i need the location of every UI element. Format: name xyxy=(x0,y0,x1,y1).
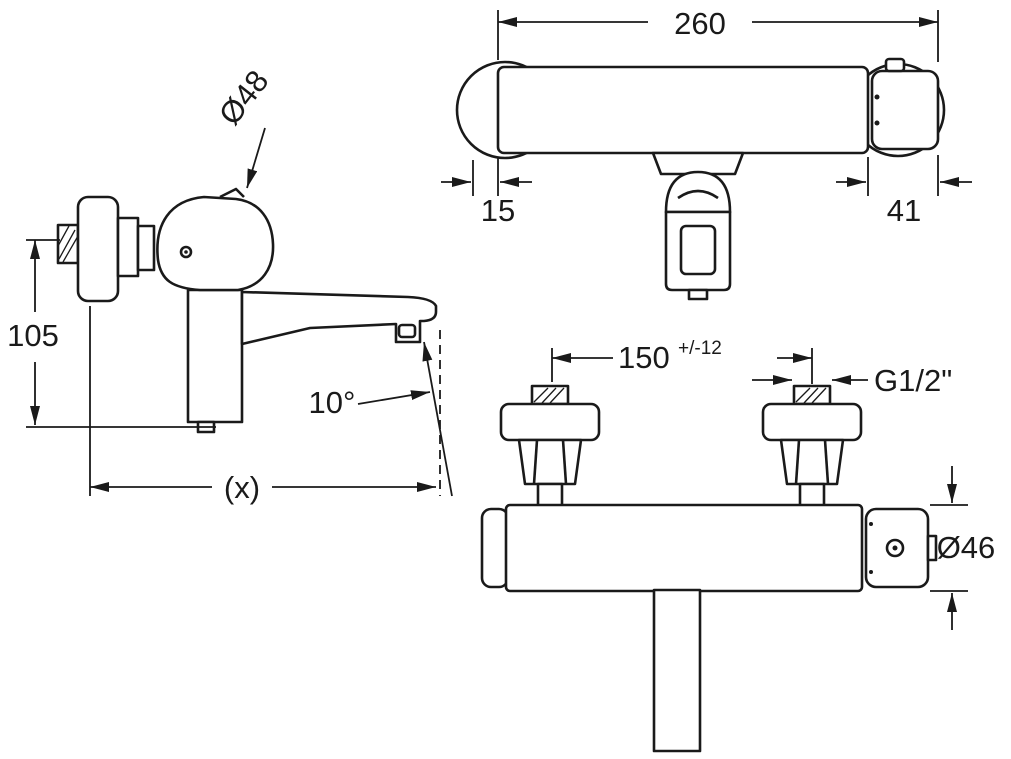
dim-150: 150 +/-12 xyxy=(551,338,813,384)
front-body xyxy=(496,65,870,155)
wall-flange-disc xyxy=(761,402,863,442)
dim-d46-label: Ø46 xyxy=(937,530,996,565)
dim-d48-label: Ø48 xyxy=(212,64,276,132)
pipe-hatch xyxy=(533,387,549,403)
side-handle-knob xyxy=(156,195,275,292)
dim-260-label: 260 xyxy=(674,6,726,41)
pipe-hatch xyxy=(795,387,811,403)
dim-d48: Ø48 xyxy=(212,64,276,189)
dim-260: 260 xyxy=(497,6,939,62)
plan-view xyxy=(480,384,938,753)
front-handle-dome-arc xyxy=(677,189,719,200)
wall-flange-disc xyxy=(499,402,601,442)
dim-150-tolerance-label: +/-12 xyxy=(678,338,722,359)
pipe-hatch xyxy=(541,387,557,404)
control-dot xyxy=(892,545,898,551)
side-nut-1 xyxy=(116,216,140,278)
plan-left-cap xyxy=(480,507,510,589)
hex-nut xyxy=(779,438,845,486)
side-nut-2 xyxy=(136,224,156,272)
pipe-hatch xyxy=(549,387,565,404)
side-view xyxy=(56,187,438,434)
cap-detail-dot xyxy=(869,570,873,574)
front-view xyxy=(455,57,946,301)
front-override-button xyxy=(884,57,906,73)
dim-15-label: 15 xyxy=(481,193,515,228)
dim-x-label: (x) xyxy=(224,470,260,505)
front-handle-window xyxy=(679,224,717,276)
dim-105-label: 105 xyxy=(7,318,59,353)
dim-41-label: 41 xyxy=(887,193,921,228)
leader-arrow xyxy=(246,127,266,189)
dim-15: 15 xyxy=(441,157,532,228)
plan-end-nub xyxy=(926,534,938,562)
front-temp-cap xyxy=(870,69,940,151)
dim-41: 41 xyxy=(836,155,972,228)
cap-detail-dot xyxy=(874,94,880,100)
front-handle-collar xyxy=(651,151,745,176)
angle-slant-line xyxy=(422,341,453,497)
side-spout xyxy=(240,290,438,346)
dim-d46: Ø46 xyxy=(930,466,995,630)
dim-g12-label: G1/2" xyxy=(874,363,952,398)
plan-left-connector xyxy=(499,384,601,508)
plan-spout-down xyxy=(652,588,702,753)
hex-nut xyxy=(517,438,583,486)
cap-detail-dot xyxy=(869,522,873,526)
leader-arrow xyxy=(357,390,431,405)
dim-x: (x) xyxy=(89,306,436,505)
dim-150-label: 150 xyxy=(618,340,670,375)
connector-neck xyxy=(798,482,826,508)
side-handle-tab xyxy=(219,187,245,199)
plan-right-connector xyxy=(761,384,863,508)
front-handle-nub xyxy=(687,288,709,301)
nut-facet xyxy=(532,439,539,485)
plan-body xyxy=(504,503,864,593)
pipe-hatch xyxy=(811,387,827,404)
dim-10deg: 10° xyxy=(309,330,453,497)
dim-105: 105 xyxy=(7,239,216,428)
control-ring xyxy=(885,538,905,558)
nut-facet xyxy=(561,439,568,485)
connector-neck xyxy=(536,482,564,508)
cap-detail-dot xyxy=(874,120,880,126)
side-body-column xyxy=(186,288,244,424)
nipple-hatch xyxy=(57,225,79,263)
dim-10deg-label: 10° xyxy=(309,385,356,420)
side-handle-screw-dot xyxy=(184,250,188,254)
pipe-hatch xyxy=(803,387,819,404)
dim-g12: G1/2" xyxy=(752,363,952,398)
nut-facet xyxy=(823,439,830,485)
nut-facet xyxy=(794,439,801,485)
side-wall-flange xyxy=(76,195,120,303)
side-aerator-slot xyxy=(397,323,417,339)
